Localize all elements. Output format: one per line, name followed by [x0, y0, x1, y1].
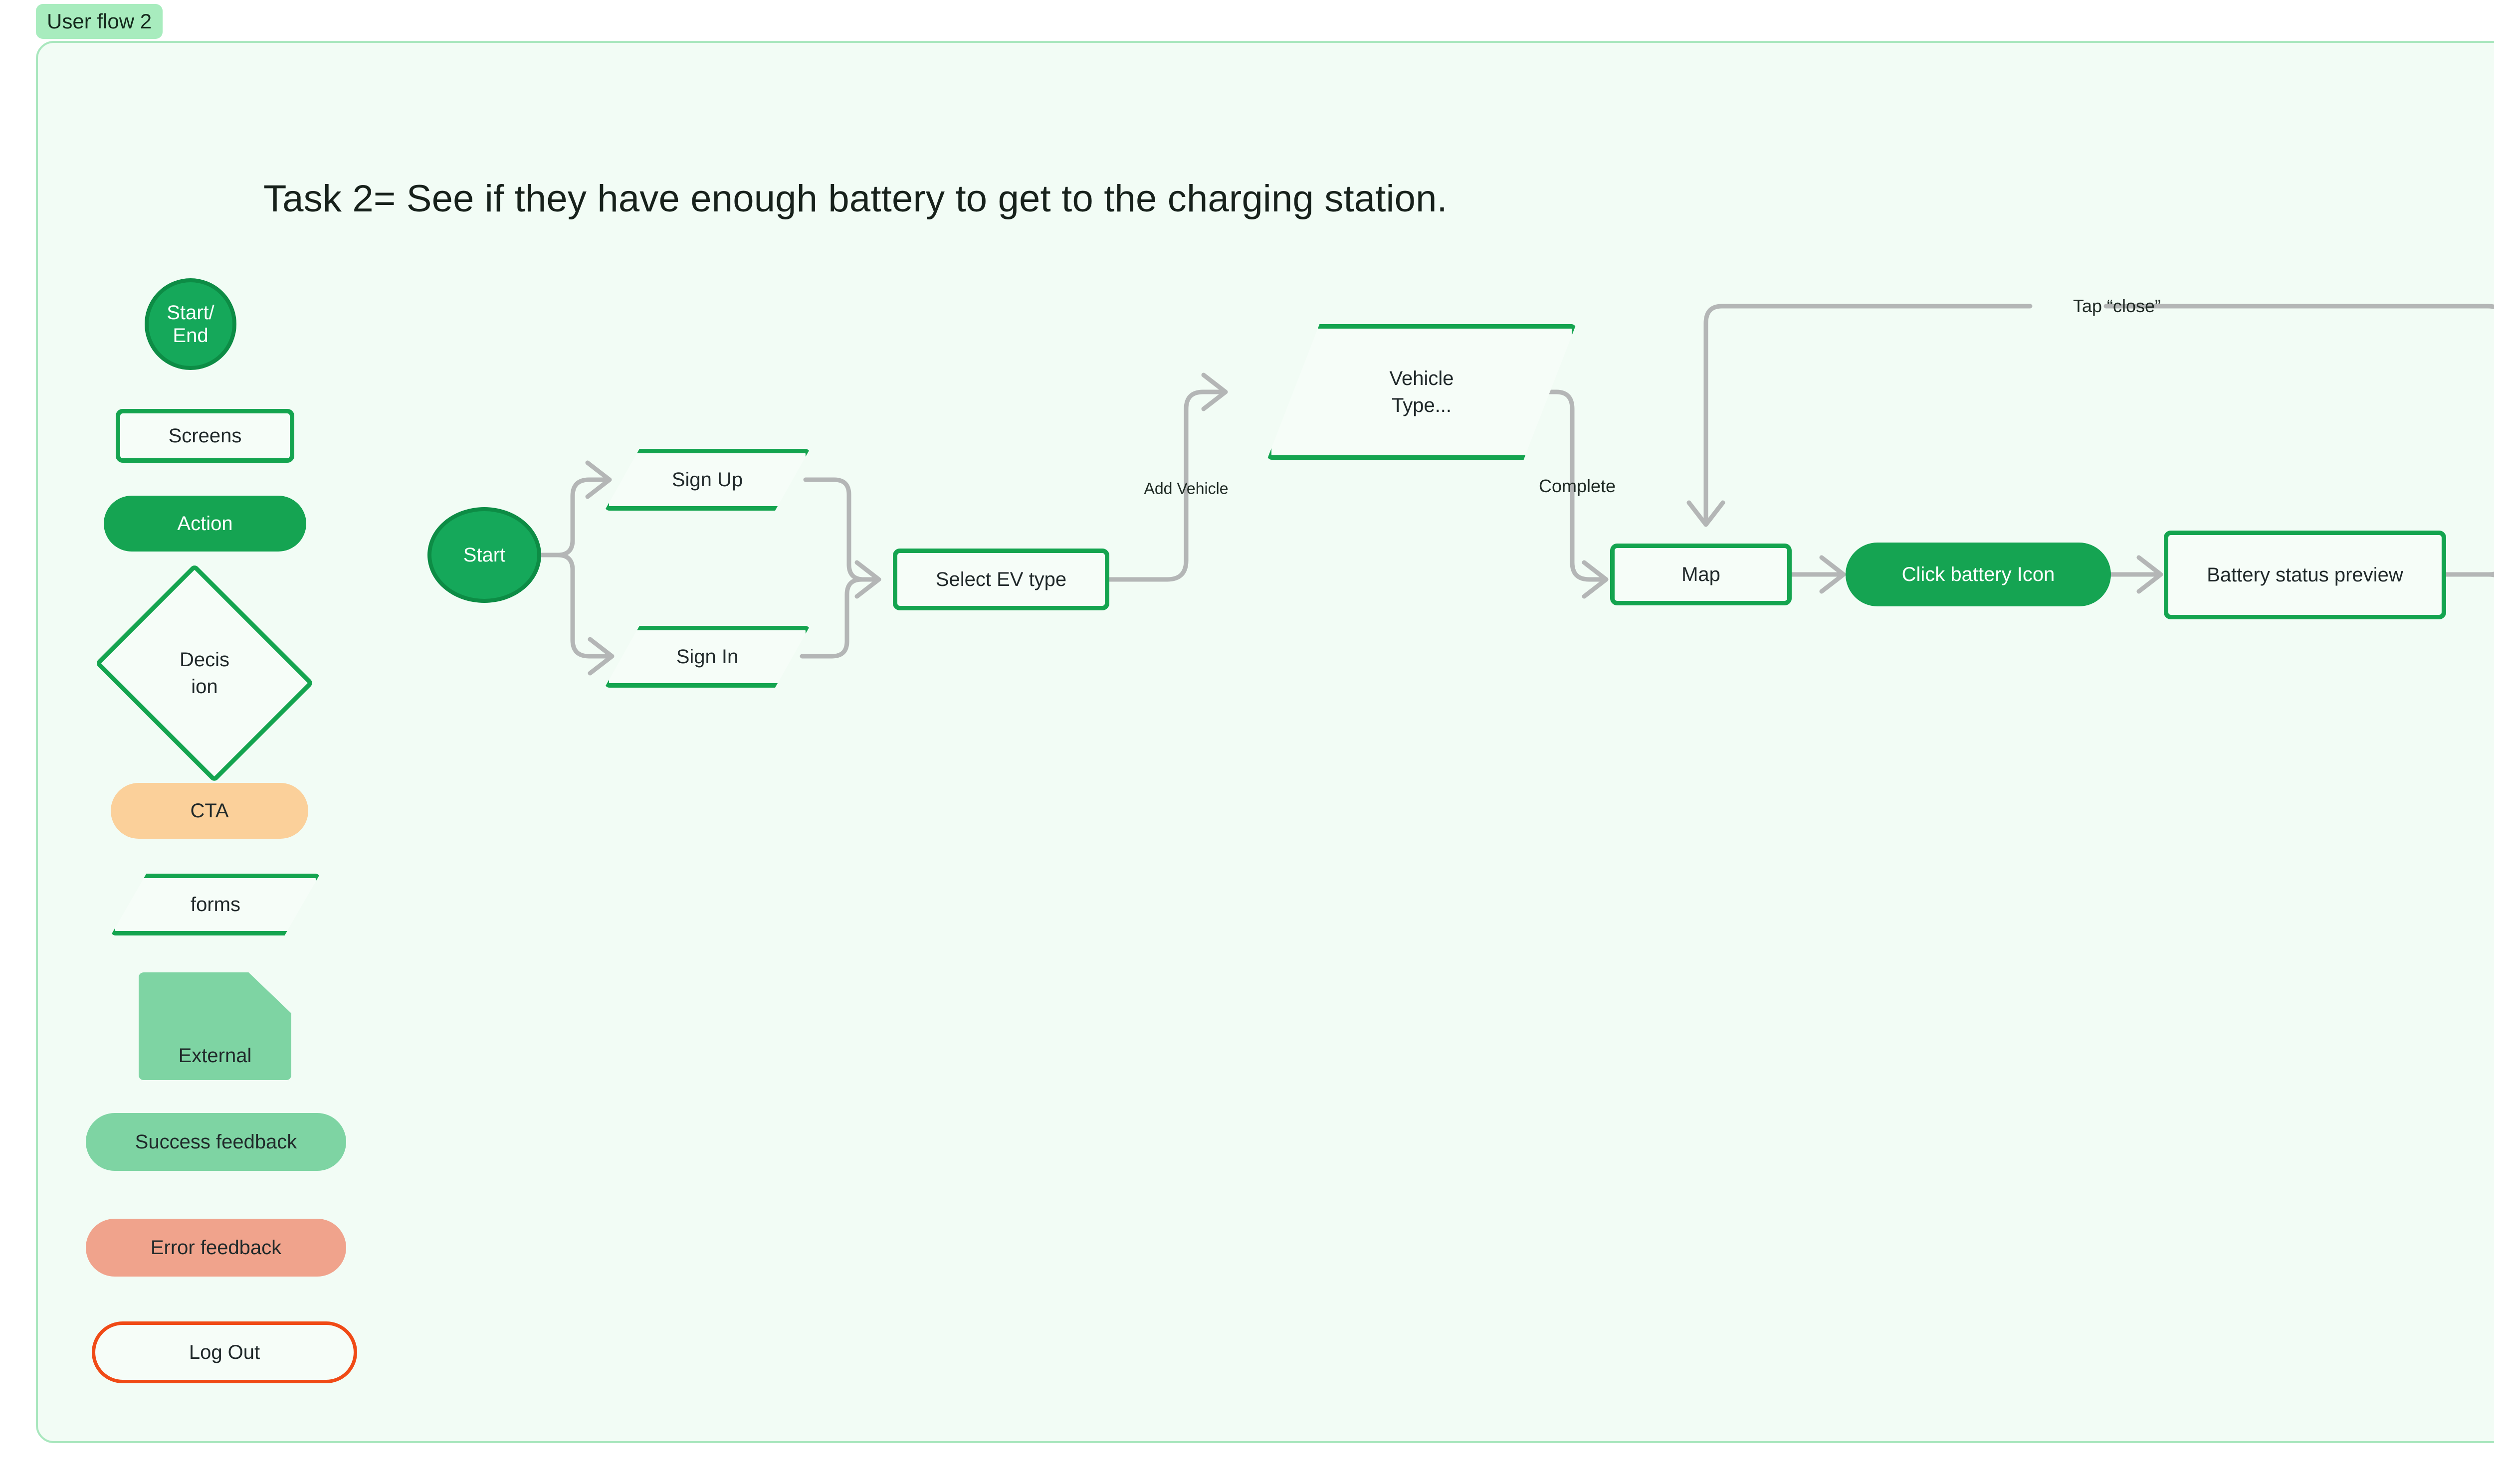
legend-action-label: Action	[177, 513, 233, 535]
parallelogram-shape	[605, 449, 810, 511]
flow-node-select-ev-type[interactable]: Select EV type	[893, 549, 1109, 610]
flow-node-vehicle-type[interactable]: Vehicle Type...	[1267, 324, 1576, 460]
page-title: Task 2= See if they have enough battery …	[263, 178, 1448, 220]
flow-node-click-battery-icon[interactable]: Click battery Icon	[1846, 543, 2111, 606]
legend-error-label: Error feedback	[150, 1236, 282, 1259]
legend-cta: CTA	[111, 783, 308, 839]
legend-screens-label: Screens	[168, 425, 242, 447]
flow-node-select-ev-type-label: Select EV type	[935, 568, 1067, 590]
frame-label: User flow 2	[36, 4, 163, 39]
flow-node-sign-in-label: Sign In	[676, 646, 739, 668]
legend-screens: Screens	[116, 409, 294, 463]
legend-cta-label: CTA	[190, 799, 229, 822]
flow-node-sign-in[interactable]: Sign In	[605, 626, 810, 688]
flow-node-click-battery-icon-label: Click battery Icon	[1901, 563, 2055, 585]
edge-label-add-vehicle: Add Vehicle	[1144, 479, 1229, 498]
legend-success-feedback: Success feedback	[86, 1113, 346, 1171]
legend-success-label: Success feedback	[135, 1130, 297, 1153]
flow-node-sign-up[interactable]: Sign Up	[605, 449, 810, 511]
flow-node-map[interactable]: Map	[1610, 544, 1792, 605]
flow-node-map-label: Map	[1681, 563, 1720, 585]
parallelogram-shape	[605, 626, 810, 688]
flow-node-start[interactable]: Start	[427, 507, 541, 603]
flow-node-sign-up-label: Sign Up	[671, 469, 743, 491]
legend-forms: forms	[111, 874, 320, 935]
flow-node-battery-status-preview-label: Battery status preview	[2207, 564, 2403, 586]
edge-label-complete: Complete	[1538, 476, 1616, 496]
legend-external-label: External	[178, 1045, 252, 1067]
legend-decision: Decis ion	[85, 563, 324, 783]
legend-terminator: Start/ End	[145, 278, 236, 370]
legend-logout-label: Log Out	[189, 1341, 260, 1363]
edge-label-tap-close: Tap “close”	[2073, 296, 2161, 316]
document-shape	[139, 972, 291, 1080]
flow-node-start-label: Start	[463, 544, 506, 566]
flow-node-battery-status-preview[interactable]: Battery status preview	[2164, 531, 2446, 619]
diagram-surface	[36, 41, 2494, 1443]
flow-node-vehicle-type-label: Vehicle Type...	[1389, 368, 1454, 416]
legend-log-out[interactable]: Log Out	[92, 1321, 357, 1383]
legend-forms-label: forms	[191, 894, 240, 916]
legend-action: Action	[104, 496, 306, 552]
legend-terminator-label: Start/ End	[167, 301, 214, 347]
legend-external: External	[139, 972, 291, 1080]
legend-decision-label: Decis ion	[179, 649, 230, 698]
legend-error-feedback: Error feedback	[86, 1219, 346, 1277]
